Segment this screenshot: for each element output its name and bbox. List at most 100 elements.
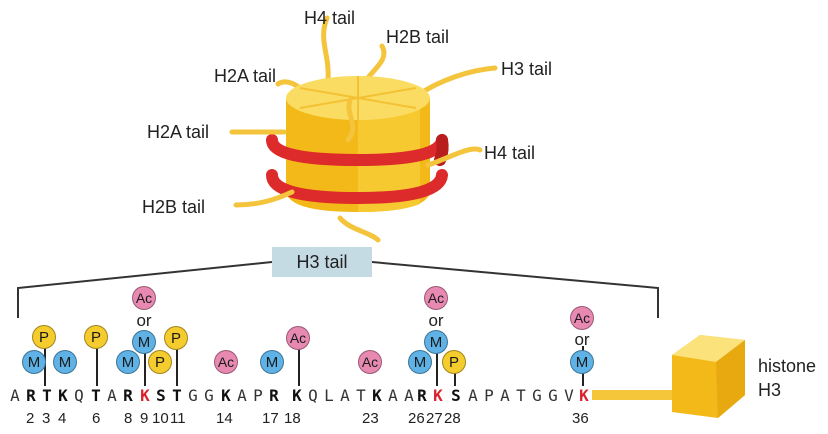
position-4: 4: [58, 410, 67, 427]
residue-15: A: [237, 386, 247, 405]
or-text-k27: or: [428, 311, 444, 330]
residue-12: G: [188, 386, 198, 405]
residue-29: A: [468, 386, 478, 405]
residue-9: K: [140, 386, 150, 405]
residue-11: T: [172, 386, 182, 405]
methyl-mark-k27: M: [424, 330, 448, 354]
methyl-mark-r2: M: [22, 350, 46, 374]
stem-t6: [96, 346, 98, 386]
residue-35: V: [564, 386, 574, 405]
h2a-tail-upper-label: H2A tail: [214, 66, 277, 86]
residue-36: K: [579, 386, 589, 405]
methyl-mark-k4: M: [53, 350, 77, 374]
position-11: 11: [170, 410, 186, 427]
residue-34: G: [548, 386, 558, 405]
residue-13: G: [204, 386, 214, 405]
acetyl-mark-k36: Ac: [570, 306, 594, 330]
residue-1: A: [10, 386, 20, 405]
h4-tail-right-label: H4 tail: [484, 143, 536, 163]
acetyl-mark-k23: Ac: [358, 350, 382, 374]
residue-33: G: [532, 386, 542, 405]
h4-tail-right: [425, 146, 483, 168]
h4-tail-top: [321, 15, 331, 83]
position-23: 23: [362, 410, 379, 427]
residue-25: A: [404, 386, 414, 405]
methyl-mark-r26: M: [408, 350, 432, 374]
methyl-mark-r8: M: [116, 350, 140, 374]
methyl-mark-r17: M: [260, 350, 284, 374]
residue-27: K: [433, 386, 443, 405]
position-26: 26: [408, 410, 425, 427]
residue-10: S: [156, 386, 166, 405]
residue-16: P: [253, 386, 263, 405]
position-10: 10: [152, 410, 169, 427]
h3-tail-right: [415, 65, 498, 98]
residue-24: A: [388, 386, 398, 405]
residue-3: T: [42, 386, 52, 405]
methyl-mark-k9: M: [132, 330, 156, 354]
acetyl-mark-k27: Ac: [424, 286, 448, 310]
phospho-mark-s10: P: [148, 350, 172, 374]
position-6: 6: [92, 410, 101, 427]
position-17: 17: [262, 410, 279, 427]
stem-s28: [454, 362, 456, 386]
residue-22: T: [356, 386, 366, 405]
residue-28: S: [451, 386, 461, 405]
position-14: 14: [216, 410, 233, 427]
h2b-tail-left: [233, 189, 295, 208]
acetyl-mark-k9: Ac: [132, 286, 156, 310]
acetyl-mark-k14: Ac: [214, 350, 238, 374]
residue-8: R: [123, 386, 133, 405]
stem-t11: [176, 346, 178, 386]
stem-k9: [144, 346, 146, 386]
position-9: 9: [140, 410, 149, 427]
residue-26: R: [417, 386, 427, 405]
h2b-tail-left-label: H2B tail: [142, 197, 206, 217]
residue-5: Q: [74, 386, 84, 405]
histone-label-line2: H3: [758, 380, 782, 400]
tail-bracket: [17, 261, 659, 318]
stem-k18: [298, 346, 300, 386]
h3-tail-right-label: H3 tail: [501, 59, 553, 79]
acetyl-mark-k18: Ac: [286, 326, 310, 350]
residue-19: Q: [308, 386, 318, 405]
position-27: 27: [426, 410, 443, 427]
stem-k27: [436, 346, 438, 386]
h3-tail-box-label: H3 tail: [296, 251, 348, 272]
position-18: 18: [284, 410, 301, 427]
h4-tail-top-label: H4 tail: [304, 8, 356, 28]
or-text-k9: or: [136, 311, 152, 330]
h2b-tail-top-label: H2B tail: [386, 27, 450, 47]
residue-30: P: [484, 386, 494, 405]
residue-18: K: [292, 386, 302, 405]
residue-2: R: [26, 386, 36, 405]
phospho-mark-s28: P: [442, 350, 466, 374]
histone-h3-body: [592, 335, 745, 418]
h3-tail-bottom: [337, 215, 381, 243]
position-28: 28: [444, 410, 461, 427]
methyl-mark-k36: M: [570, 350, 594, 374]
phospho-mark-t6: P: [84, 325, 108, 349]
residue-32: T: [516, 386, 526, 405]
residue-17: R: [269, 386, 279, 405]
residue-14: K: [221, 386, 231, 405]
residue-7: A: [107, 386, 117, 405]
residue-20: L: [324, 386, 334, 405]
or-text-k36: or: [574, 330, 590, 349]
residue-21: A: [340, 386, 350, 405]
phospho-mark-t11: P: [164, 326, 188, 350]
residue-23: K: [372, 386, 382, 405]
residue-6: T: [91, 386, 101, 405]
position-3: 3: [42, 410, 51, 427]
histone-label-line1: histone: [758, 356, 817, 376]
position-36: 36: [572, 410, 589, 427]
phospho-mark-t3: P: [32, 325, 56, 349]
h2a-tail-left-label: H2A tail: [147, 122, 210, 142]
position-8: 8: [124, 410, 133, 427]
position-2: 2: [26, 410, 35, 427]
residue-4: K: [58, 386, 68, 405]
residue-31: A: [500, 386, 510, 405]
h3-tail-box: H3 tail: [272, 247, 372, 277]
